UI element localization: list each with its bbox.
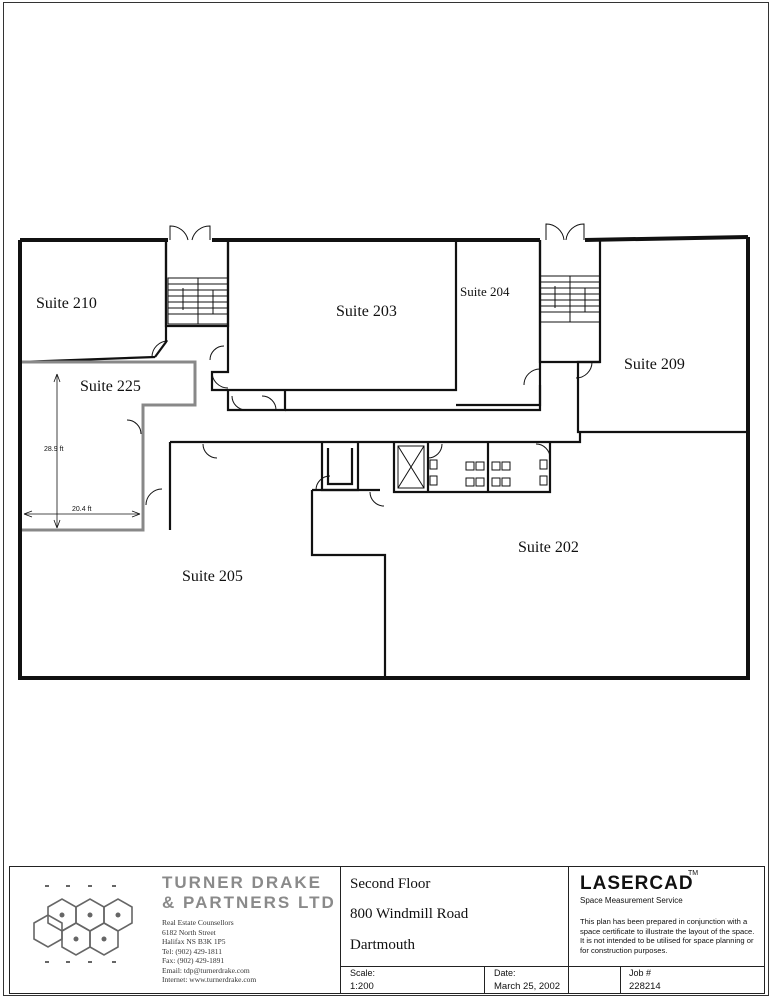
- dimension-height-label: 28.9 ft: [44, 446, 64, 453]
- lasercad-trademark: TM: [688, 870, 699, 877]
- suite-210-label: Suite 210: [36, 295, 97, 312]
- date-label: Date:: [494, 968, 516, 978]
- page-border: [3, 2, 769, 996]
- firm-internet: Internet: www.turnerdrake.com: [162, 975, 257, 984]
- firm-tel: Tel: (902) 429-1811: [162, 946, 223, 956]
- firm-fax: Fax: (902) 429-1891: [162, 956, 225, 965]
- exterior-doors: [169, 223, 585, 241]
- scale-label: Scale:: [350, 968, 376, 978]
- divider-lasercad: [568, 867, 569, 993]
- firm-email: Email: tdp@turnerdrake.com: [162, 965, 250, 975]
- date-value: March 25, 2002: [494, 981, 561, 992]
- firm-address1: 6182 North Street: [162, 927, 216, 937]
- lasercad-service: Space Measurement Service: [580, 896, 683, 905]
- stairwell-west: [167, 277, 229, 325]
- firm-name-line1: TURNER DRAKE: [162, 873, 322, 892]
- washroom-fixtures: [397, 445, 548, 489]
- project-city: Dartmouth: [350, 937, 415, 953]
- project-address: 800 Windmill Road: [350, 906, 469, 922]
- dimension-lines: [23, 373, 141, 529]
- suite-202-label: Suite 202: [518, 539, 579, 556]
- title-block: TURNER DRAKE & PARTNERS LTD Real Estate …: [9, 866, 765, 994]
- dimension-width-label: 20.4 ft: [72, 506, 92, 513]
- wall-ticks: [18, 278, 750, 612]
- job-label: Job #: [629, 968, 652, 978]
- job-value: 228214: [629, 981, 661, 992]
- suite-203-label: Suite 203: [336, 303, 397, 320]
- firm-address2: Halifax NS B3K 1P5: [162, 937, 226, 946]
- scale-value: 1:200: [350, 981, 374, 992]
- project-floor: Second Floor: [350, 876, 431, 892]
- suite-205-label: Suite 205: [182, 568, 243, 585]
- divider-date-job: [620, 966, 621, 993]
- door-swings: [126, 340, 593, 507]
- disclaimer-note: This plan has been prepared in conjuncti…: [580, 917, 755, 955]
- divider-firm: [340, 867, 341, 993]
- suite-225-label: Suite 225: [80, 378, 141, 395]
- divider-bottom-row: [340, 966, 765, 967]
- hexagon-logo-icon: [33, 885, 133, 963]
- firm-info: TURNER DRAKE & PARTNERS LTD Real Estate …: [162, 873, 352, 985]
- firm-name-line2: & PARTNERS LTD: [162, 893, 336, 912]
- floor-plan-drawing: Suite 210 Suite 203 Suite 204 Suite 209 …: [18, 223, 750, 680]
- firm-tagline: Real Estate Counsellors: [162, 918, 234, 927]
- suite-204-label: Suite 204: [460, 284, 510, 299]
- suite-225-walls: [22, 360, 197, 532]
- stairwell-east: [539, 275, 601, 323]
- lasercad-logo: LASERCAD: [580, 873, 694, 894]
- suite-209-label: Suite 209: [624, 356, 685, 373]
- divider-scale-date: [484, 966, 485, 993]
